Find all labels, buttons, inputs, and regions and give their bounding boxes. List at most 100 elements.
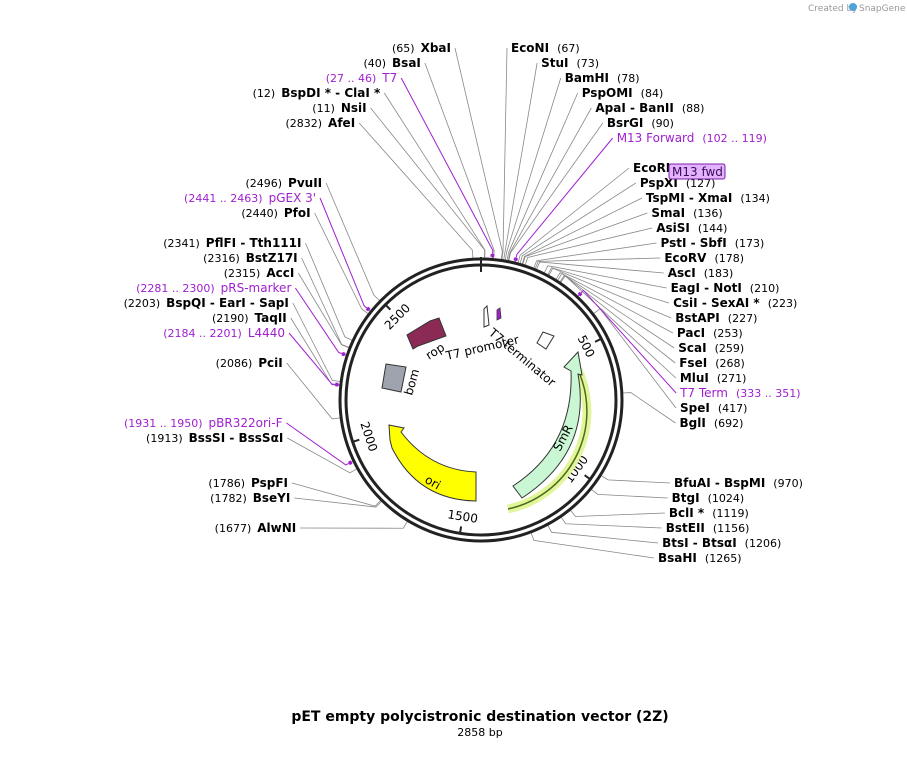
leader-line [325,182,380,301]
primer-label-5[interactable]: M13 Forward(102 .. 119) [617,131,767,145]
label-position: (1024) [708,492,745,505]
enzyme-label-17[interactable]: EcoNI(67) [511,41,580,55]
label-position: (2341) [163,237,200,250]
label-position: (259) [715,342,745,355]
primer-label-0[interactable]: T7(27 .. 46) [326,71,398,85]
leader-line [290,317,340,386]
leader-line [370,107,486,259]
label-position: (1156) [713,522,750,535]
feature-smr[interactable] [512,350,583,499]
enzyme-label-29[interactable]: EcoRV(178) [664,251,744,265]
label-name: BtgI [672,491,700,505]
enzyme-label-44[interactable]: BtsI - BtsαI(1206) [662,536,781,550]
enzyme-label-1[interactable]: BsaI(40) [363,56,420,70]
enzyme-label-12[interactable]: PciI(2086) [216,356,283,370]
leader-line [288,332,340,386]
enzyme-label-14[interactable]: PspFI(1786) [208,476,288,490]
label-position: (134) [740,192,770,205]
label-name: TspMI - XmaI [646,191,732,205]
enzyme-label-33[interactable]: BstAPI(227) [675,311,757,325]
label-name: BstEII [666,521,705,535]
label-name: BstAPI [675,311,720,325]
enzyme-label-30[interactable]: AscI(183) [668,266,734,280]
enzyme-label-45[interactable]: BsaHI(1265) [658,551,741,565]
tick-mark [584,474,592,481]
label-name: T7 [381,71,397,85]
label-name: pBR322ori-F [209,416,283,430]
enzyme-label-43[interactable]: BstEII (1156) [666,521,750,535]
m13-fwd-box[interactable]: M13 fwd [668,163,726,180]
enzyme-label-13[interactable]: BssSI - BssSαI(1913) [146,431,283,445]
enzyme-label-36[interactable]: FseI(268) [679,356,745,370]
primer-label-2[interactable]: pRS-marker(2281 .. 2300) [136,281,291,295]
leader-line [559,274,676,364]
enzyme-label-28[interactable]: PstI - SbfI(173) [661,236,765,250]
leader-line [300,521,408,529]
label-position: (2496) [245,177,282,190]
enzyme-label-39[interactable]: BglI(692) [680,416,744,430]
enzyme-label-31[interactable]: EagI - NotI(210) [671,281,780,295]
map-subtitle: 2858 bp [457,726,502,739]
enzyme-label-32[interactable]: CsiI - SexAI *(223) [673,296,797,310]
enzyme-label-6[interactable]: PfoI(2440) [241,206,310,220]
enzyme-label-27[interactable]: AsiSI(144) [656,221,727,235]
feature-t7-promoter[interactable] [483,304,490,328]
label-position: (12) [253,87,276,100]
leader-line [292,302,341,382]
enzyme-label-34[interactable]: PacI(253) [677,326,743,340]
enzyme-label-37[interactable]: MluI(271) [680,371,747,385]
site-labels: XbaI(65)BsaI(40) BspDI * - ClaI *(12)NsiI… [124,41,803,565]
enzyme-label-24[interactable]: PspXI(127) [640,176,716,190]
leader-line [358,122,474,259]
snapgene-logo-icon [849,3,857,11]
primer-label-6[interactable]: T7 Term (333 .. 351) [679,386,800,400]
primer-label-3[interactable]: L4440(2184 .. 2201) [163,326,285,340]
enzyme-label-2[interactable]: BspDI * - ClaI *(12) [253,86,381,100]
leader-line [593,308,677,409]
enzyme-label-25[interactable]: TspMI - XmaI (134) [646,191,770,205]
label-position: (970) [773,477,803,490]
enzyme-label-8[interactable]: BstZ17I(2316) [203,251,297,265]
enzyme-label-11[interactable]: TaqII(2190) [212,311,287,325]
primer-label-4[interactable]: pBR322ori-F(1931 .. 1950) [124,416,283,430]
tick-mark [351,438,360,444]
credit-brand: SnapGene [859,4,906,14]
enzyme-label-40[interactable]: BfuAI - BspMI(970) [674,476,803,490]
enzyme-label-15[interactable]: BseYI(1782) [210,491,290,505]
enzyme-label-20[interactable]: PspOMI(84) [582,86,664,100]
feature-t7-terminator[interactable] [536,331,555,350]
m13-fwd-box-rect [668,163,726,180]
enzyme-label-38[interactable]: SpeI(417) [680,401,747,415]
enzyme-label-21[interactable]: ApaI - BanII(88) [595,101,704,115]
leader-line [547,267,670,304]
enzyme-label-5[interactable]: PvuII(2496) [245,176,322,190]
enzyme-label-7[interactable]: PflFI - Tth111I(2341) [163,236,301,250]
enzyme-label-9[interactable]: AccI(2315) [224,266,295,280]
enzyme-label-4[interactable]: AfeI(2832) [285,116,355,130]
enzyme-label-0[interactable]: XbaI(65) [392,41,451,55]
leader-line [547,525,659,544]
label-name: T7 Term [679,386,728,400]
primer-site-mark [365,306,371,312]
label-position: (136) [693,207,723,220]
enzyme-label-16[interactable]: AlwNI(1677) [215,521,297,535]
enzyme-label-35[interactable]: ScaI(259) [678,341,744,355]
label-position: (2203) [124,297,161,310]
feature-ori[interactable] [388,424,477,502]
enzyme-label-42[interactable]: BclI *(1119) [669,506,749,520]
label-name: PfoI [284,206,311,220]
primer-label-1[interactable]: pGEX 3'(2441 .. 2463) [184,191,316,205]
enzyme-label-22[interactable]: BsrGI(90) [607,116,674,130]
enzyme-label-19[interactable]: BamHI(78) [565,71,640,85]
enzyme-label-3[interactable]: NsiI(11) [312,101,366,115]
label-position: (90) [651,117,674,130]
label-position: (333 .. 351) [736,387,801,400]
enzyme-label-18[interactable]: StuI(73) [541,56,599,70]
feature-rop[interactable] [406,317,447,350]
enzyme-label-26[interactable]: SmaI(136) [651,206,722,220]
enzyme-label-41[interactable]: BtgI (1024) [672,491,745,505]
enzyme-label-10[interactable]: BspQI - EarI - SapI(2203) [124,296,289,310]
feature-bom[interactable] [381,363,407,393]
primer-site-mark [348,460,353,466]
label-position: (67) [557,42,580,55]
